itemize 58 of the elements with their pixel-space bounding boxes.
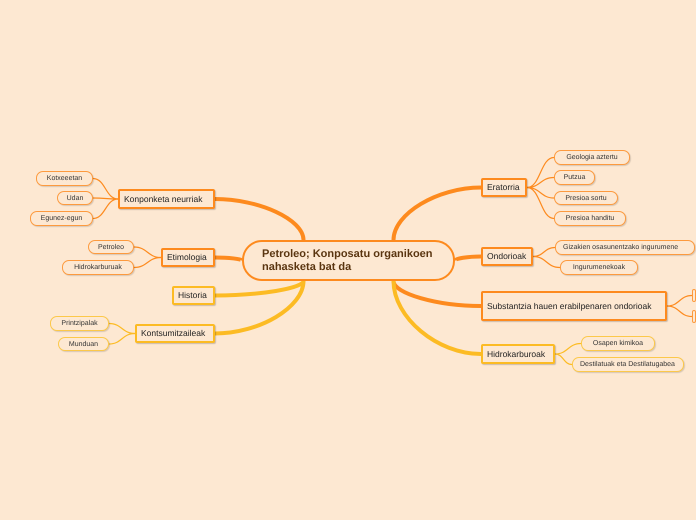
connector-line: [214, 256, 244, 262]
connector-line: [554, 353, 572, 366]
subtopic-pill: [88, 240, 134, 254]
connector-line: [108, 322, 136, 334]
connector-line: [214, 197, 306, 240]
topic-text: Etimologia: [167, 252, 207, 263]
connector-line: [526, 186, 554, 199]
connector-line: [108, 332, 136, 345]
subtopic-pill: [581, 336, 655, 351]
subtopic-pill: [30, 211, 93, 226]
connector-line: [526, 156, 554, 188]
subtopic-pill: [36, 171, 93, 186]
connector-line: [392, 280, 482, 356]
connector-line: [666, 294, 692, 307]
topic-text: Ondorioak: [487, 251, 526, 262]
topic-box: [692, 289, 696, 302]
subtopic-pill: [572, 357, 684, 372]
connector-line: [134, 256, 162, 268]
topic-text: Substantzia hauen erabilpenaren ondorioak: [487, 300, 652, 312]
subtopic-pill: [50, 316, 109, 331]
topic-box: [118, 189, 215, 209]
connector-line: [532, 256, 560, 268]
subtopic-pill: [554, 150, 630, 165]
topic-box: [161, 248, 215, 267]
topic-box: [692, 310, 696, 323]
connector-line: [214, 280, 306, 336]
connector-line: [392, 186, 482, 240]
connector-line: [554, 342, 582, 355]
connector-line: [92, 178, 118, 200]
connector-line: [93, 197, 118, 200]
topic-text: Historia: [178, 290, 207, 301]
topic-box: [481, 291, 667, 321]
topic-box: [135, 324, 215, 343]
topic-text: Eratorria: [487, 182, 520, 193]
topic-text: Petroleo; Konposatu organikoen nahasketa bat da: [262, 248, 434, 274]
subtopic-pill: [560, 260, 638, 275]
topic-box: [172, 286, 215, 305]
subtopic-pill: [554, 211, 626, 226]
subtopic-pill: [554, 170, 595, 185]
topic-text: Konponketa neurriak: [124, 194, 202, 204]
topic-box: [481, 344, 555, 364]
subtopic-pill: [62, 260, 134, 275]
connector-line: [532, 246, 556, 258]
topic-box: [481, 247, 533, 266]
connector-line: [526, 186, 554, 220]
subtopic-pill: [555, 240, 695, 255]
topic-box: [481, 178, 527, 197]
topic-text: Kontsumitzaileak: [141, 328, 206, 339]
topic-text: Hidrokarburoak: [487, 348, 546, 360]
connector-line: [454, 254, 482, 262]
subtopic-pill: [57, 191, 93, 205]
connector-line: [134, 246, 162, 258]
subtopic-pill: [58, 337, 109, 351]
connector-line: [526, 176, 554, 188]
subtopic-pill: [554, 191, 618, 205]
connector-line: [92, 198, 118, 220]
central-topic: [242, 240, 455, 281]
connector-line: [666, 305, 692, 318]
